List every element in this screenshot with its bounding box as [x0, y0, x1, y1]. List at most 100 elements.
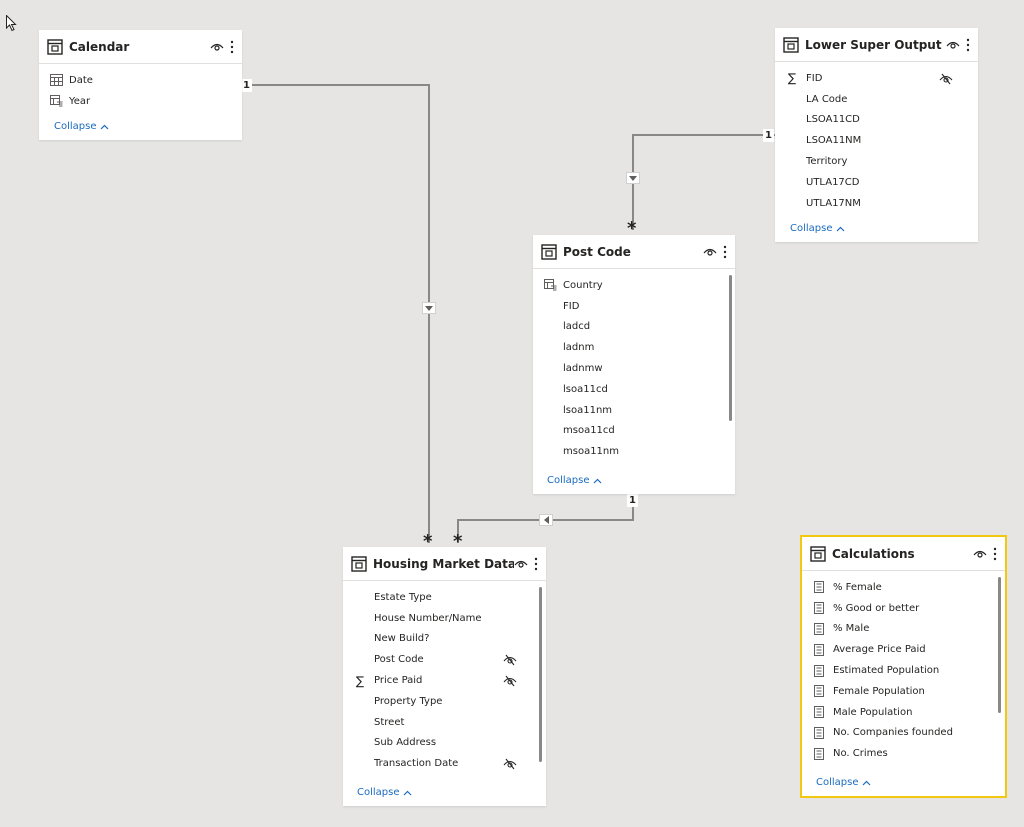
measure-icon: [812, 747, 826, 761]
measure-icon: [812, 664, 826, 678]
table-header[interactable]: Housing Market Data: [343, 547, 546, 581]
field-row[interactable]: UTLA17NM: [775, 193, 978, 214]
collapse-link[interactable]: Collapse: [790, 223, 845, 234]
field-row[interactable]: Estimated Population: [802, 660, 1005, 681]
eye-icon[interactable]: [210, 42, 224, 52]
table-header[interactable]: Lower Super Output ...: [775, 28, 978, 62]
field-row[interactable]: No. Crimes: [802, 743, 1005, 764]
field-row[interactable]: % Good or better: [802, 598, 1005, 619]
field-name: Year: [69, 95, 91, 107]
field-row[interactable]: % Female: [802, 577, 1005, 598]
field-row[interactable]: Country: [533, 275, 735, 296]
field-name: Date: [69, 74, 93, 86]
field-name: msoa11cd: [563, 425, 615, 437]
scrollbar[interactable]: [998, 577, 1001, 713]
measure-icon: [812, 601, 826, 615]
field-row[interactable]: ∑ Price Paid: [343, 670, 546, 691]
table-card-lower-super-output[interactable]: Lower Super Output ... ∑ FID LA Code LSO…: [775, 28, 978, 242]
field-row[interactable]: UTLA17CD: [775, 172, 978, 193]
collapse-link[interactable]: Collapse: [357, 787, 412, 798]
eye-icon[interactable]: [514, 559, 528, 569]
field-row[interactable]: Sub Address: [343, 733, 546, 754]
field-name: Post Code: [374, 654, 424, 666]
field-row[interactable]: Date: [39, 70, 242, 91]
field-row[interactable]: LSOA11NM: [775, 130, 978, 151]
chevron-up-icon: [836, 226, 844, 231]
table-header[interactable]: Calendar: [39, 30, 242, 64]
table-header[interactable]: Post Code: [533, 235, 735, 269]
eye-icon[interactable]: [973, 549, 987, 559]
measure-icon: [812, 622, 826, 636]
field-name: LSOA11NM: [806, 135, 862, 147]
field-name: House Number/Name: [374, 612, 482, 624]
eye-icon[interactable]: [703, 247, 717, 257]
relationship-calendar-housing[interactable]: [242, 84, 430, 543]
more-icon[interactable]: [966, 38, 970, 52]
field-name: Price Paid: [374, 675, 423, 687]
table-card-calendar[interactable]: Calendar Date Year Collapse: [39, 30, 242, 140]
field-row[interactable]: % Male: [802, 619, 1005, 640]
field-row[interactable]: ladcd: [533, 317, 735, 338]
table-icon: [47, 38, 63, 55]
more-icon[interactable]: [723, 245, 727, 259]
field-row[interactable]: Property Type: [343, 691, 546, 712]
calendar-icon: [49, 73, 63, 87]
table-header[interactable]: Calculations: [802, 537, 1005, 571]
collapse-link[interactable]: Collapse: [816, 777, 871, 788]
field-row[interactable]: msoa11cd: [533, 421, 735, 442]
field-row[interactable]: Year: [39, 91, 242, 112]
cardinality-many-postcode: *: [627, 218, 637, 239]
collapse-link[interactable]: Collapse: [547, 475, 602, 486]
cardinality-one-postcode: 1: [627, 494, 638, 507]
field-name: ladnm: [563, 342, 595, 354]
field-row[interactable]: Street: [343, 712, 546, 733]
table-title: Calendar: [69, 39, 130, 54]
field-row[interactable]: FID: [533, 296, 735, 317]
more-icon[interactable]: [230, 40, 234, 54]
field-row[interactable]: Estate Type: [343, 587, 546, 608]
measure-icon: [812, 580, 826, 594]
table-icon: [783, 36, 799, 53]
field-name: Country: [563, 279, 603, 291]
table-card-post-code[interactable]: Post Code Country FID ladcd ladnm ladnmw…: [533, 235, 735, 494]
field-name: Street: [374, 716, 405, 728]
field-row[interactable]: ∑ FID: [775, 68, 978, 89]
collapse-label: Collapse: [54, 121, 97, 132]
field-row[interactable]: House Number/Name: [343, 608, 546, 629]
scrollbar[interactable]: [729, 275, 732, 421]
field-row[interactable]: Territory: [775, 151, 978, 172]
more-icon[interactable]: [534, 557, 538, 571]
sigma-icon: ∑: [787, 71, 797, 86]
cardinality-one-lsoa: 1: [763, 129, 774, 142]
field-row[interactable]: LA Code: [775, 89, 978, 110]
collapse-link[interactable]: Collapse: [54, 121, 109, 132]
field-row[interactable]: LSOA11CD: [775, 110, 978, 131]
hidden-eye-icon: [939, 73, 953, 85]
field-row[interactable]: lsoa11cd: [533, 379, 735, 400]
hierarchy-icon: [49, 94, 63, 108]
more-icon[interactable]: [993, 547, 997, 561]
collapse-label: Collapse: [357, 787, 400, 798]
eye-icon[interactable]: [946, 40, 960, 50]
measure-name: % Good or better: [833, 602, 920, 614]
field-name: FID: [806, 72, 823, 84]
measure-name: No. Companies founded: [833, 727, 953, 739]
field-row[interactable]: No. Companies founded: [802, 723, 1005, 744]
field-row[interactable]: Female Population: [802, 681, 1005, 702]
field-row[interactable]: lsoa11nm: [533, 400, 735, 421]
field-row[interactable]: Male Population: [802, 702, 1005, 723]
table-card-calculations[interactable]: Calculations % Female % Good or better %…: [800, 535, 1007, 798]
field-row[interactable]: New Build?: [343, 629, 546, 650]
table-card-housing-market-data[interactable]: Housing Market Data Estate Type House Nu…: [343, 547, 546, 806]
field-row[interactable]: ladnmw: [533, 358, 735, 379]
field-row[interactable]: Average Price Paid: [802, 639, 1005, 660]
field-row[interactable]: msoa11nm: [533, 441, 735, 462]
field-row[interactable]: Transaction Date: [343, 753, 546, 774]
chevron-up-icon: [593, 478, 601, 483]
field-row[interactable]: Post Code: [343, 649, 546, 670]
scrollbar[interactable]: [539, 587, 542, 762]
relationship-lsoa-postcode[interactable]: [632, 134, 775, 230]
cardinality-one-calendar: 1: [241, 79, 252, 92]
field-row[interactable]: ladnm: [533, 337, 735, 358]
